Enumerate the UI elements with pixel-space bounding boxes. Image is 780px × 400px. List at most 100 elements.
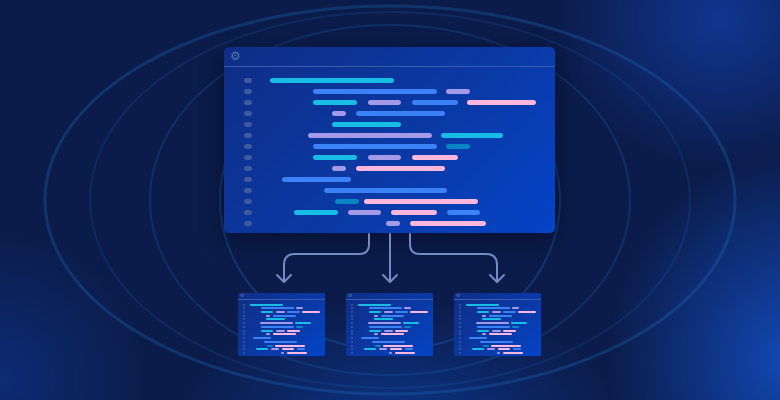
- line-number-marker: [243, 303, 246, 306]
- code-token-cyan: [369, 329, 381, 332]
- code-token-purple: [374, 314, 379, 317]
- line-number-marker: [459, 322, 462, 325]
- code-token-cyan: [332, 122, 401, 127]
- code-token-blue: [261, 325, 295, 328]
- code-token-pink: [380, 333, 405, 336]
- code-token-blue: [287, 310, 300, 313]
- code-token-cyan: [472, 348, 484, 351]
- line-number-marker: [244, 188, 252, 193]
- gear-icon: ⚙: [240, 293, 245, 299]
- code-token-pink: [412, 155, 458, 160]
- line-number-marker: [244, 166, 252, 171]
- code-token-purple: [270, 348, 280, 351]
- code-token-blue: [469, 337, 488, 340]
- background-arc: [89, 11, 691, 389]
- line-number-marker: [459, 340, 462, 343]
- line-number-marker: [244, 155, 252, 160]
- code-token-cyan: [364, 348, 376, 351]
- code-token-purple: [388, 351, 393, 354]
- line-number-marker: [459, 329, 462, 332]
- code-token-purple: [491, 329, 501, 332]
- line-number-marker: [243, 340, 246, 343]
- line-number-marker: [243, 314, 246, 317]
- code-token-purple: [374, 333, 379, 336]
- code-token-purple: [368, 322, 401, 325]
- line-number-marker: [351, 333, 354, 336]
- code-token-purple: [512, 307, 519, 310]
- code-token-blue: [380, 314, 405, 317]
- code-token-cyan: [261, 310, 273, 313]
- code-token-blue: [282, 177, 351, 182]
- code-token-pink: [503, 329, 516, 332]
- gear-icon: ⚙: [456, 293, 461, 299]
- line-number-marker: [244, 78, 252, 83]
- code-token-blue: [477, 307, 511, 310]
- code-token-blue: [447, 210, 480, 215]
- background-arc: [43, 4, 737, 396]
- line-number-marker: [459, 310, 462, 313]
- code-token-pink: [517, 310, 537, 313]
- code-token-cyan: [482, 318, 501, 321]
- code-token-teal: [375, 344, 382, 347]
- line-number-marker: [351, 314, 354, 317]
- code-token-blue: [480, 340, 513, 343]
- code-token-teal: [404, 325, 411, 328]
- line-number-marker: [243, 337, 246, 340]
- line-number-marker: [243, 329, 246, 332]
- line-number-marker: [243, 351, 246, 354]
- code-token-purple: [280, 351, 285, 354]
- code-token-blue: [253, 337, 272, 340]
- code-token-blue: [324, 188, 447, 193]
- code-token-blue: [356, 111, 445, 116]
- code-token-cyan: [266, 318, 285, 321]
- line-number-marker: [351, 329, 354, 332]
- split-window-3: ⚙: [454, 293, 541, 356]
- line-number-marker: [244, 100, 252, 105]
- title-bar: ⚙: [238, 293, 325, 300]
- code-token-teal: [296, 325, 303, 328]
- code-token-purple: [486, 348, 496, 351]
- line-number-marker: [243, 322, 246, 325]
- gear-icon: ⚙: [348, 293, 353, 299]
- code-token-purple: [491, 310, 501, 313]
- code-token-purple: [296, 307, 303, 310]
- code-token-blue: [361, 337, 380, 340]
- code-token-blue: [261, 307, 295, 310]
- code-token-pink: [286, 351, 307, 354]
- line-number-marker: [243, 318, 246, 321]
- line-number-marker: [459, 307, 462, 310]
- code-token-blue: [395, 310, 408, 313]
- line-number-marker: [459, 348, 462, 351]
- line-number-marker: [459, 344, 462, 347]
- code-token-purple: [368, 155, 401, 160]
- code-token-purple: [368, 100, 401, 105]
- code-token-pink: [364, 199, 478, 204]
- code-token-purple: [446, 89, 470, 94]
- code-token-cyan: [261, 329, 273, 332]
- background-arc: [149, 24, 631, 376]
- line-number-marker: [351, 340, 354, 343]
- code-token-pink: [391, 210, 437, 215]
- code-token-blue: [412, 100, 458, 105]
- code-token-cyan: [313, 155, 357, 160]
- code-token-pink: [490, 344, 521, 347]
- code-token-pink: [281, 348, 294, 351]
- code-token-cyan: [313, 100, 357, 105]
- code-token-purple: [383, 310, 393, 313]
- code-token-pink: [382, 344, 413, 347]
- code-token-purple: [308, 133, 432, 138]
- code-token-pink: [497, 348, 510, 351]
- title-bar: ⚙: [346, 293, 433, 300]
- code-token-cyan: [403, 322, 420, 325]
- arrow-right: [409, 233, 505, 283]
- code-token-purple: [266, 314, 271, 317]
- code-token-pink: [301, 310, 321, 313]
- code-token-pink: [395, 329, 408, 332]
- line-number-marker: [459, 318, 462, 321]
- code-token-purple: [482, 333, 487, 336]
- line-number-marker: [243, 325, 246, 328]
- code-token-pink: [394, 351, 415, 354]
- line-number-marker: [244, 199, 252, 204]
- code-token-cyan: [374, 318, 393, 321]
